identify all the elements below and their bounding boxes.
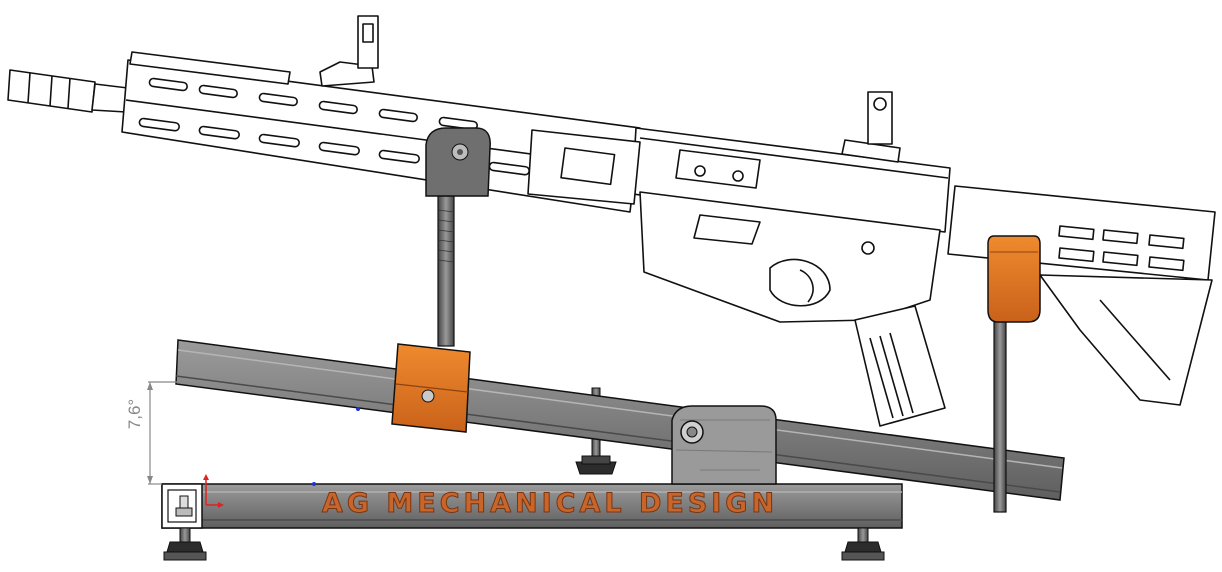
leveling-foot-right <box>841 527 885 561</box>
rear-rest-rod <box>993 321 1007 513</box>
angle-dimension <box>147 381 178 485</box>
front-sight <box>319 15 379 87</box>
front-rest-rod <box>437 195 455 347</box>
rear-sight <box>841 91 901 163</box>
pivot-bracket <box>671 405 777 485</box>
rifle-drawing <box>7 15 1216 427</box>
rear-rest-pad <box>987 235 1041 323</box>
origin-axis-icon <box>203 474 224 508</box>
leveling-foot-left <box>163 527 207 561</box>
watermark-text: AG MECHANICAL DESIGN <box>321 488 779 520</box>
base-frame <box>161 474 903 561</box>
upper-receiver <box>527 127 951 233</box>
angle-dimension-label: 7,6° <box>125 398 145 430</box>
handguard <box>121 51 641 213</box>
lower-receiver <box>639 191 941 323</box>
muzzle-device <box>7 69 129 113</box>
front-rest-saddle <box>425 127 491 197</box>
rear-rest <box>987 235 1041 513</box>
front-rest <box>391 127 491 433</box>
pistol-grip <box>854 305 946 427</box>
